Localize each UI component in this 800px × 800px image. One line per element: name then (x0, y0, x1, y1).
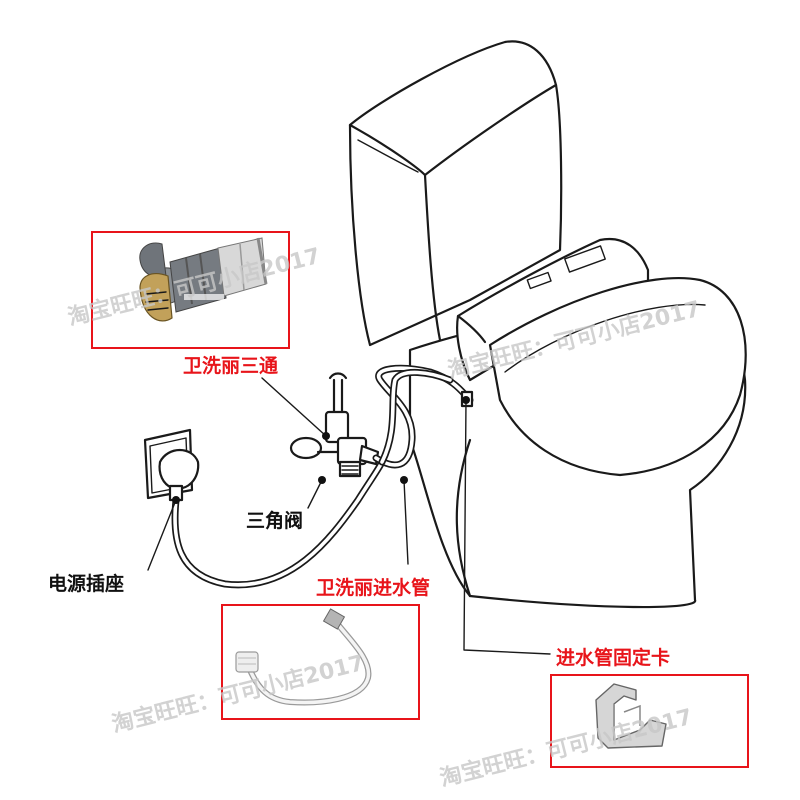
hose-clip-inset (550, 674, 749, 768)
label-angle-valve: 三角阀 (246, 509, 303, 532)
label-power-socket: 电源插座 (48, 572, 124, 595)
tank-supply-pipe (328, 372, 348, 414)
leader-lines (147, 377, 551, 655)
label-hose-clip: 进水管固定卡 (556, 646, 670, 669)
label-tee: 卫洗丽三通 (183, 354, 279, 377)
power-socket-illustration (143, 428, 200, 502)
toilet-tank (348, 40, 563, 347)
label-inlet-hose: 卫洗丽进水管 (316, 576, 430, 599)
inlet-hose-inset (221, 604, 420, 720)
angle-valve-tee (289, 410, 380, 478)
tee-fitting-inset (91, 231, 290, 349)
bidet-seat (456, 237, 747, 477)
